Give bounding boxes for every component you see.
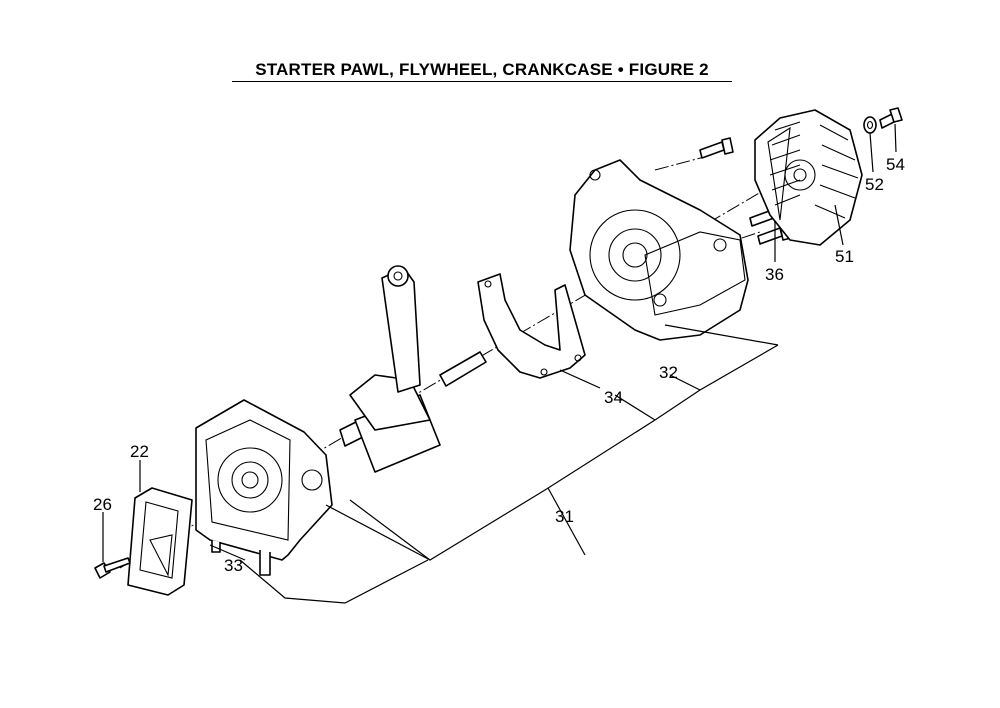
flywheel <box>754 109 863 246</box>
callout-32: 32 <box>659 363 678 382</box>
crankcase-half-front <box>195 399 333 576</box>
crankcase-gasket <box>477 273 586 379</box>
callout-54: 54 <box>886 155 905 174</box>
callout-33: 33 <box>224 556 243 575</box>
callout-51: 51 <box>835 247 854 266</box>
callout-26: 26 <box>93 495 112 514</box>
flywheel-bolt <box>879 107 903 129</box>
callout-52: 52 <box>865 175 884 194</box>
callout-31: 31 <box>555 507 574 526</box>
crankshaft-assembly <box>339 265 487 473</box>
callout-22: 22 <box>130 442 149 461</box>
flywheel-washer <box>863 116 877 134</box>
crankcase-half-rear <box>569 159 749 341</box>
leader-lines <box>102 123 897 604</box>
title-underline <box>232 81 732 82</box>
bolt-axis-line-upper <box>654 155 709 171</box>
starter-pawl-holder <box>127 487 193 596</box>
callout-34: 34 <box>604 388 623 407</box>
callout-36: 36 <box>765 265 784 284</box>
figure-title: STARTER PAWL, FLYWHEEL, CRANKCASE • FIGU… <box>255 60 709 79</box>
screw-26 <box>94 557 131 579</box>
